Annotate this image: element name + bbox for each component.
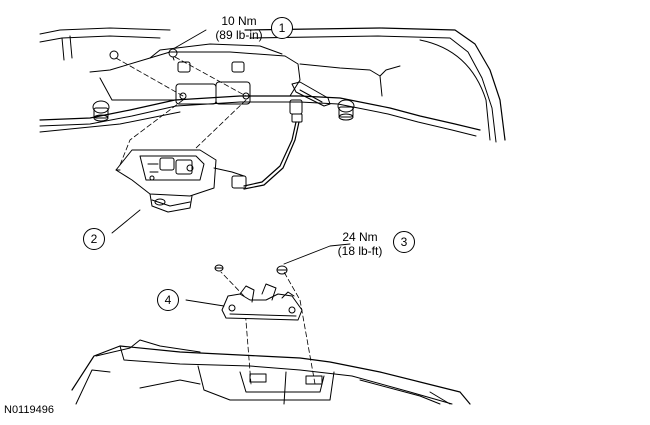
- callout-leaders: [111, 29, 351, 307]
- striker: [221, 283, 303, 321]
- callout-4: 4: [157, 289, 179, 311]
- liftgate-latch: [115, 149, 247, 213]
- callout-2: 2: [83, 228, 105, 250]
- torque-label-1-metric: 10 Nm: [221, 14, 257, 28]
- callout-3: 3: [393, 231, 415, 253]
- callout-1: 1: [271, 17, 293, 39]
- bump-stop-left: [92, 100, 110, 122]
- torque-label-3-metric: 24 Nm: [342, 230, 378, 244]
- figure-id: N0119496: [4, 404, 54, 416]
- torque-label-1-imperial: (89 lb-in): [215, 28, 263, 42]
- striker-bolt-right: [276, 265, 288, 275]
- latch-bolt-right: [242, 92, 250, 100]
- latch-bolt-left: [109, 50, 119, 60]
- liftgate-inner-panel: [39, 27, 506, 143]
- bump-stop-right: [337, 99, 355, 121]
- release-handle: [289, 81, 331, 123]
- striker-bolt-left: [214, 264, 224, 272]
- latch-bolt-center: [179, 92, 187, 100]
- torque-label-3-imperial: (18 lb-ft): [337, 244, 383, 258]
- latch-release-cable: [243, 121, 300, 190]
- body-panel: [71, 339, 471, 405]
- latch-bolt-upper: [168, 48, 178, 61]
